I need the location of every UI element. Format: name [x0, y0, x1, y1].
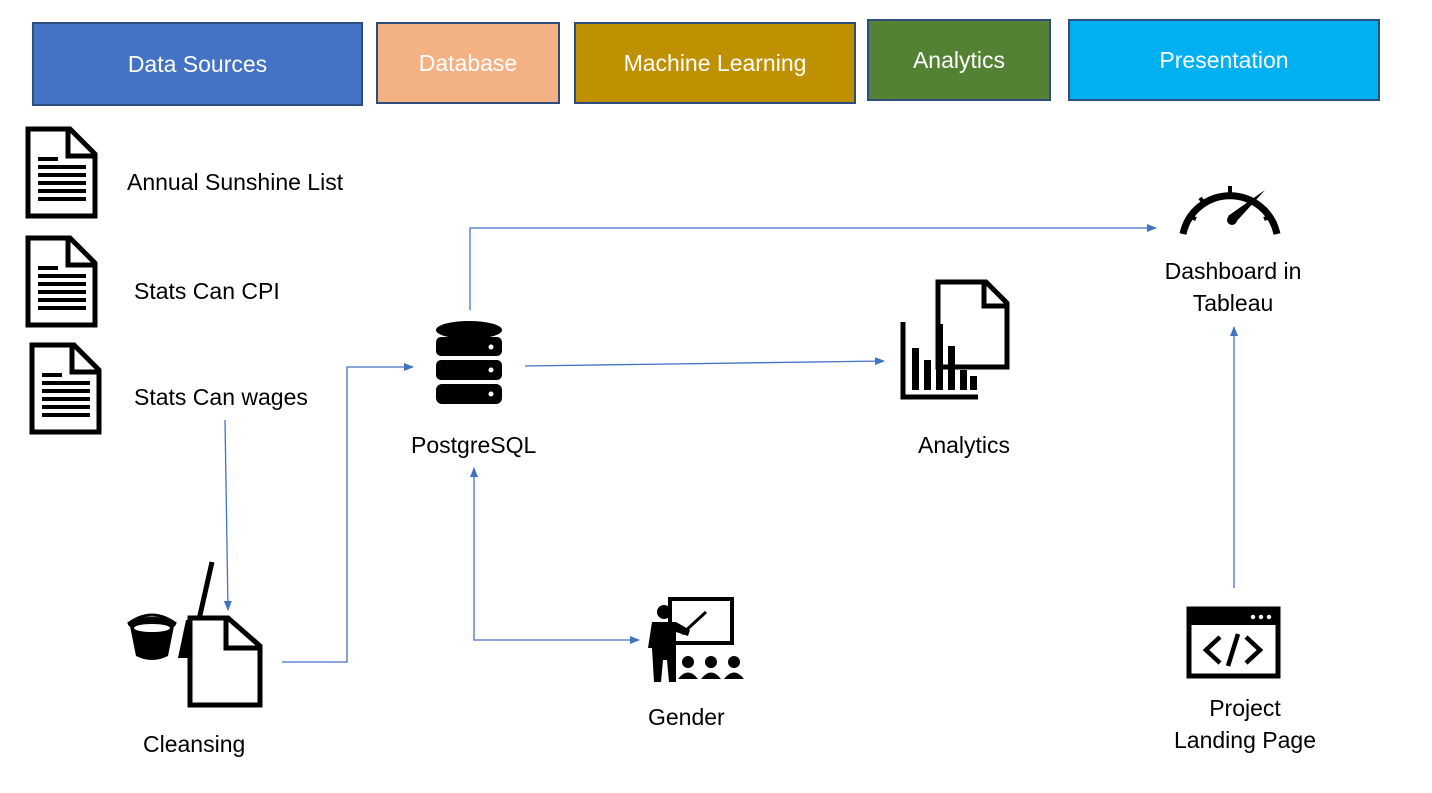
document-icon [29, 342, 102, 435]
header-machine-learning-label: Machine Learning [623, 49, 807, 76]
label-dashboard-line1: Dashboard in [1164, 258, 1302, 284]
label-annual-sunshine-list: Annual Sunshine List [127, 169, 344, 195]
label-stats-can-cpi: Stats Can CPI [134, 278, 280, 304]
header-machine-learning: Machine Learning [574, 22, 856, 104]
connector-postgresql-gender [470, 467, 640, 644]
connector-postgresql-to-analytics [524, 357, 885, 367]
label-analytics: Analytics [918, 432, 1011, 458]
label-landing-line2: Landing Page [1174, 727, 1316, 753]
cleansing-icon [127, 561, 263, 708]
label-cleansing: Cleansing [143, 731, 246, 757]
header-data-sources: Data Sources [32, 22, 363, 106]
presenter-icon [648, 597, 744, 682]
gauge-icon [1179, 186, 1281, 235]
header-presentation: Presentation [1068, 19, 1380, 101]
analytics-report-icon [900, 279, 1010, 400]
label-stats-can-wages: Stats Can wages [134, 384, 308, 410]
header-database-label: Database [418, 49, 518, 76]
header-data-sources-label: Data Sources [127, 50, 268, 77]
label-postgresql: PostgreSQL [411, 432, 537, 458]
header-presentation-label: Presentation [1159, 46, 1289, 73]
header-database: Database [376, 22, 560, 104]
connector-wages-to-cleansing [223, 419, 232, 611]
label-project-landing-page: Project Landing Page [1146, 692, 1344, 756]
connector-postgresql-to-dashboard [469, 224, 1157, 310]
label-dashboard: Dashboard in Tableau [1134, 255, 1332, 319]
label-gender: Gender [648, 704, 725, 730]
code-window-icon [1186, 606, 1281, 679]
database-icon [436, 321, 502, 404]
document-icon [25, 235, 98, 328]
label-dashboard-line2: Tableau [1192, 290, 1274, 316]
label-landing-line1: Project [1209, 695, 1281, 721]
header-analytics: Analytics [867, 19, 1051, 101]
connector-cleansing-to-postgresql [282, 363, 414, 663]
document-icon [25, 126, 98, 219]
header-analytics-label: Analytics [912, 46, 1006, 73]
